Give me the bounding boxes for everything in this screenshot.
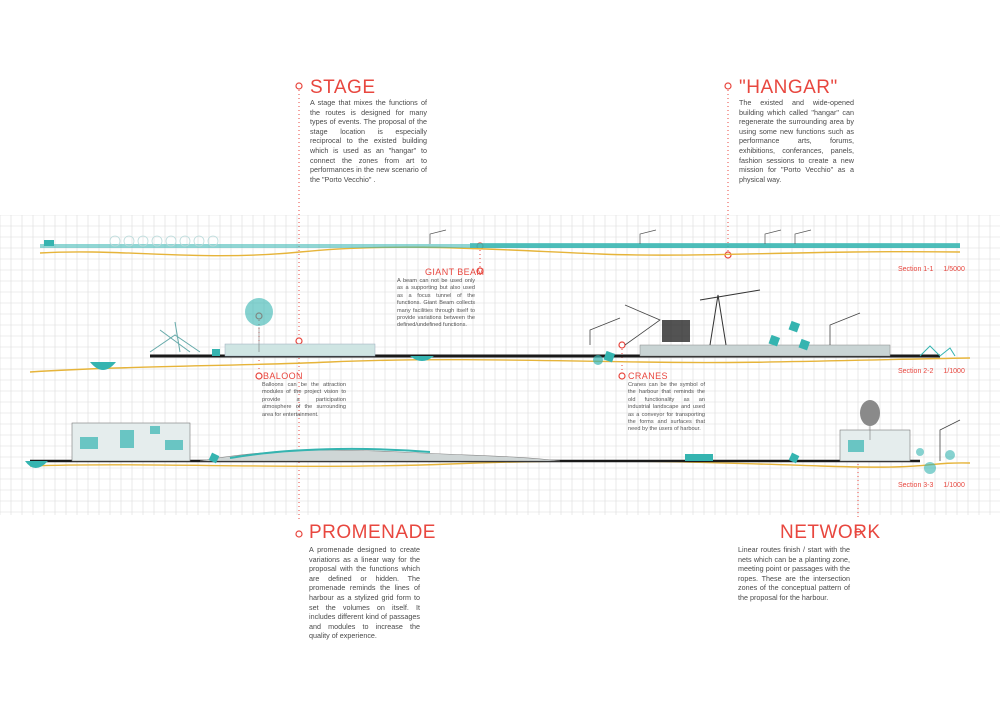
section-2-hangar <box>639 344 891 357</box>
section-3-window <box>150 426 160 434</box>
network-title: NETWORK <box>780 522 881 543</box>
section-2-balloon <box>245 298 273 326</box>
network-description: Linear routes finish / start with the ne… <box>738 545 850 602</box>
section-1-tree <box>123 235 135 247</box>
section-2-ground <box>29 357 971 373</box>
promenade-marker <box>295 530 303 538</box>
section-1-tree <box>207 235 219 247</box>
section-1-tree <box>179 235 191 247</box>
network-marker <box>854 528 862 536</box>
hangar-description: The existed and wide-opened building whi… <box>739 98 854 184</box>
section-3-cube <box>788 452 800 464</box>
section-3-shrub <box>916 448 924 456</box>
hangar-title: "HANGAR" <box>739 77 838 98</box>
section-3-window <box>120 430 134 448</box>
section-3-crane <box>939 419 961 461</box>
section-2-sticks <box>149 321 201 353</box>
section-3-teal-ribbon <box>229 447 431 459</box>
section-1-tree <box>193 235 205 247</box>
section-1-block <box>44 240 54 246</box>
section-3-landform <box>199 449 561 462</box>
section-2-tower-crane <box>699 289 761 346</box>
section-2-box <box>662 320 690 342</box>
section-3-shrub <box>945 450 955 460</box>
section-1-crane <box>794 229 812 244</box>
section-3-cube <box>208 452 220 464</box>
stage-marker <box>295 82 303 90</box>
section-3-planter <box>25 461 48 468</box>
stage-title: STAGE <box>310 77 376 98</box>
giant-beam-marker-label <box>476 267 484 275</box>
section-3-window <box>165 440 183 450</box>
section-2-planter <box>90 362 116 370</box>
cranes-description: Cranes can be the symbol of the harbour … <box>628 382 705 433</box>
cranes-title: CRANES <box>628 371 668 381</box>
giant-beam-title: GIANT BEAM <box>425 267 485 277</box>
section-3-shrub <box>924 462 936 474</box>
promenade-description: A promenade designed to create variation… <box>309 545 420 641</box>
section-2-cube <box>768 334 781 347</box>
section-2-stage-volume <box>224 343 376 357</box>
section-2-cube <box>788 320 801 333</box>
section-2-shrub <box>593 355 603 365</box>
section-1-tree <box>137 235 149 247</box>
section-3-window <box>80 437 98 449</box>
section-1-ground <box>39 246 961 257</box>
section-2-cube <box>603 350 616 363</box>
baloon-marker-label <box>255 372 263 380</box>
cranes-marker-label <box>618 372 626 380</box>
stage-description: A stage that mixes the functions of the … <box>310 98 427 184</box>
section-1-beam <box>470 243 960 248</box>
section-1-tree <box>151 235 163 247</box>
section-2-block <box>212 349 220 356</box>
section-2-bowl <box>410 356 434 361</box>
giant-beam-description: A beam can not be used only as a support… <box>397 278 475 329</box>
section-2-net <box>919 345 956 357</box>
section-2-cube <box>798 338 811 351</box>
section-1-tree <box>109 235 121 247</box>
promenade-title: PROMENADE <box>309 522 436 543</box>
section-3-pavilion-window <box>848 440 864 452</box>
section-2-crane <box>829 312 861 345</box>
stage-marker-section <box>295 337 303 345</box>
section-1-crane <box>429 229 447 244</box>
baloon-description: Balloons can be the attraction modules o… <box>262 382 346 418</box>
cranes-marker <box>618 341 626 349</box>
section-1-tree <box>165 235 177 247</box>
section-2-crane <box>589 317 621 345</box>
section-1-crane <box>639 229 657 244</box>
section-2-crane-arm <box>624 304 661 346</box>
section-1-crane <box>764 229 782 244</box>
hangar-marker <box>724 82 732 90</box>
baloon-title: BALOON <box>263 371 303 381</box>
section-3-balloon <box>860 400 880 426</box>
section-3-block <box>685 454 713 461</box>
